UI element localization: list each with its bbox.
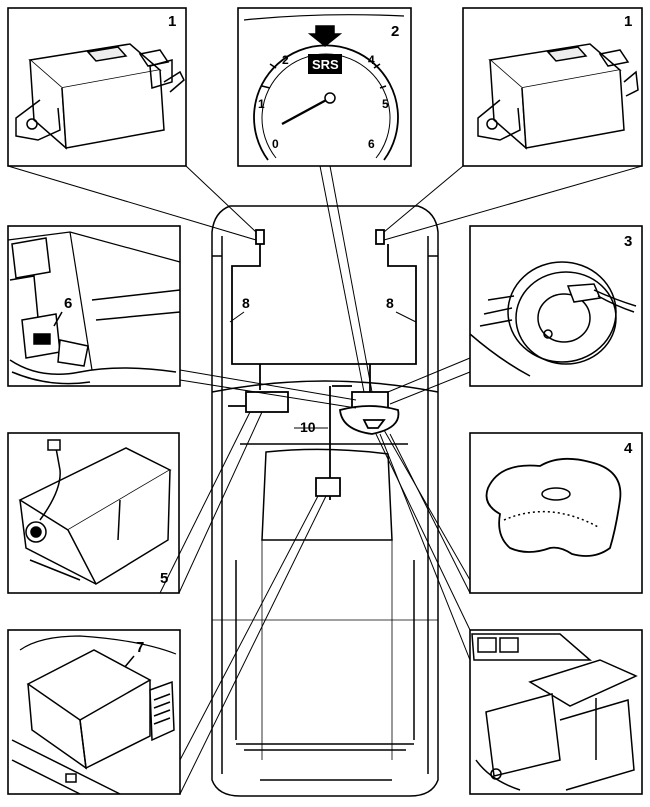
srs-warning-indicator: SRS: [307, 25, 343, 74]
panel-number: 6: [64, 295, 72, 312]
clock-spring-illustration: [469, 261, 637, 377]
panel-number: 1: [624, 13, 632, 30]
vehicle-outline: [211, 205, 439, 797]
gauge-number-5: 5: [382, 97, 389, 111]
relay-illustration: [477, 43, 639, 150]
panel-clock-spring: 3: [469, 225, 643, 387]
steering-airbag-illustration: [485, 457, 622, 557]
gauge-number-1: 1: [258, 97, 265, 111]
harness-label-left: 8: [242, 295, 250, 311]
srs-warning-label: SRS: [312, 57, 339, 72]
gauge-number-4: 4: [368, 53, 375, 67]
panel-relay-left: 1: [7, 7, 187, 167]
panel-number: 2: [391, 23, 399, 40]
panel-control-unit: 7: [7, 629, 181, 795]
control-unit-illustration: [11, 635, 177, 795]
panel-number: 5: [160, 570, 168, 587]
relay-illustration: [15, 43, 185, 150]
wiring-harness: [228, 229, 417, 500]
panel-instrument-cluster: 2 0 1 2 4 5 6 SRS: [237, 7, 412, 167]
airbag-module-illustration: [18, 439, 172, 586]
panel-steering-airbag: 4: [469, 432, 643, 594]
panel-number: 4: [624, 440, 633, 457]
panel-number: 3: [624, 233, 632, 250]
gauge-number-2: 2: [282, 53, 289, 67]
panel-number: 7: [136, 639, 144, 656]
harness-label-right: 8: [386, 295, 394, 311]
panel-passenger-airbag: 5: [7, 432, 180, 594]
gauge-number-0: 0: [272, 137, 279, 151]
main-harness-label: 10: [300, 419, 316, 435]
gauge-number-6: 6: [368, 137, 375, 151]
footwell-illustration: [471, 633, 638, 791]
panel-footwell: 9: [469, 629, 643, 795]
panel-number: 1: [168, 13, 176, 30]
leader-lines: [7, 165, 643, 795]
panel-relay-right: 1: [462, 7, 643, 167]
panel-dash-connectors: 6: [7, 225, 181, 387]
